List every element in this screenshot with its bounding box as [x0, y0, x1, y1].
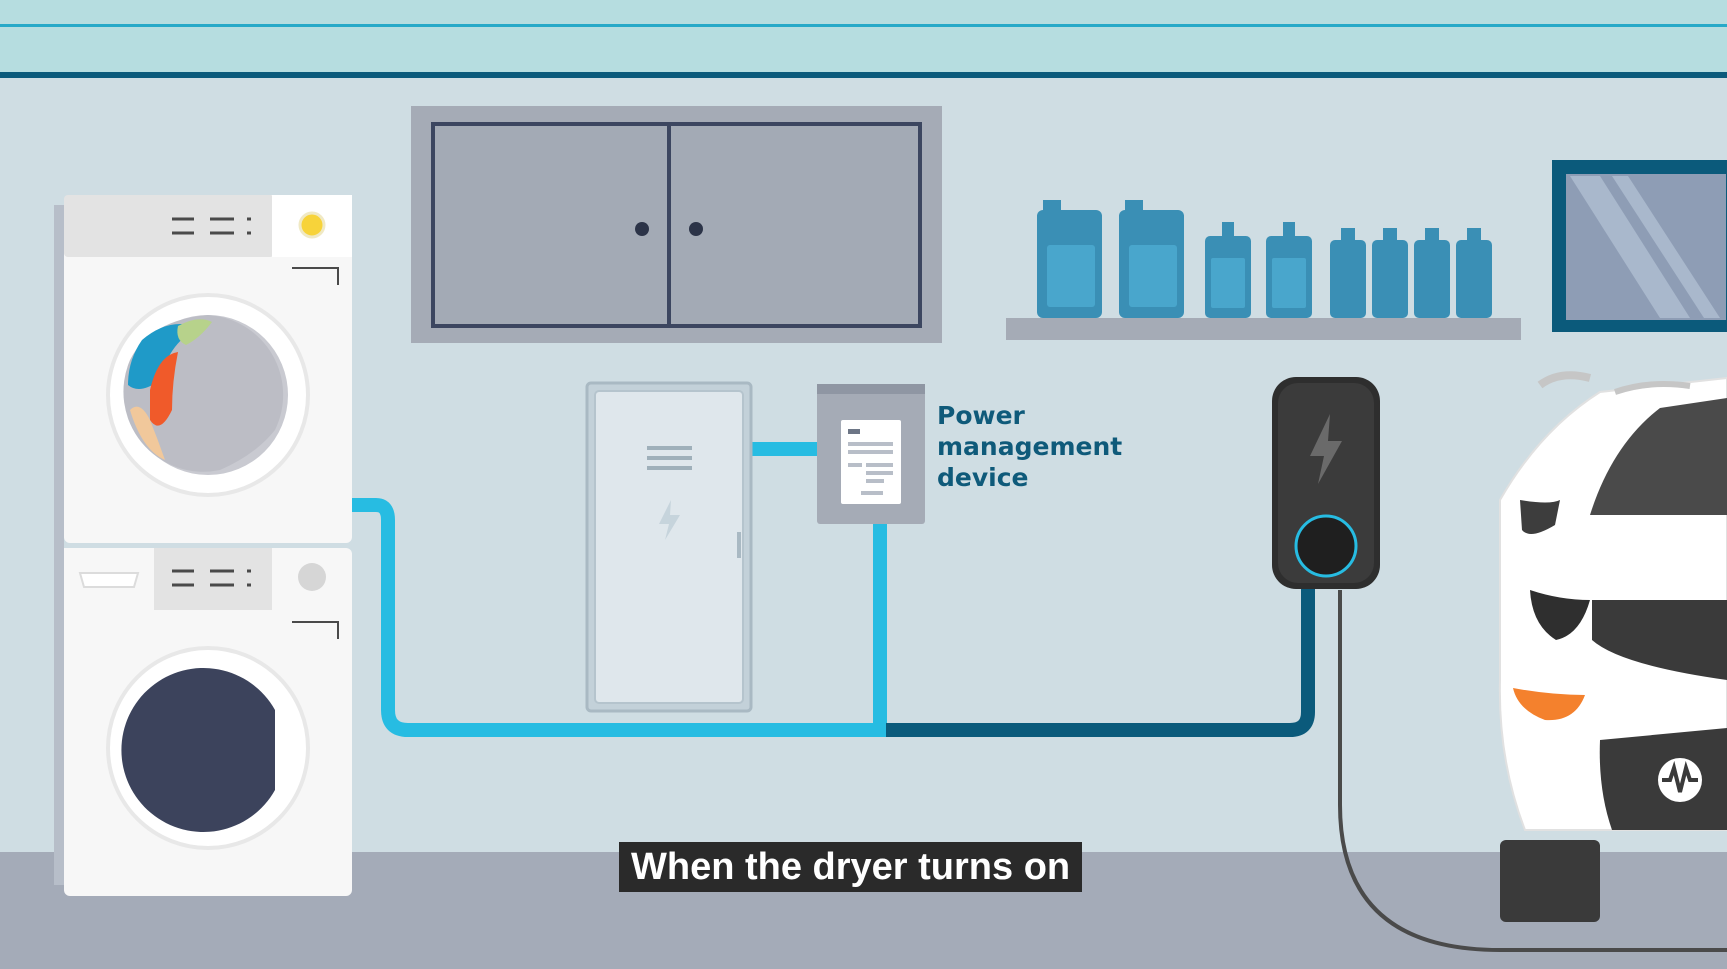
dryer-indicator-light	[298, 211, 326, 239]
laundry-tan	[130, 406, 165, 460]
small-bottles	[1330, 228, 1492, 318]
power-management-device-label: Power management device	[937, 400, 1122, 493]
washer	[64, 548, 352, 896]
electrical-panel	[585, 381, 753, 713]
subtitle-caption: When the dryer turns on	[619, 842, 1083, 892]
laundry-green	[177, 319, 212, 345]
lightning-bolt-icon	[1310, 414, 1342, 484]
laundry-orange	[150, 352, 178, 426]
vehicle-brand-logo-icon	[1662, 760, 1698, 793]
ev-charger	[1272, 377, 1380, 589]
laundry-blue	[128, 324, 200, 389]
dryer	[54, 195, 352, 885]
shelf-with-bottles	[1006, 200, 1521, 340]
electric-car	[1498, 371, 1727, 922]
washer-door	[121, 668, 275, 832]
window	[1552, 160, 1727, 332]
power-management-device	[817, 384, 925, 524]
ceiling	[0, 0, 1727, 78]
device-label-line: Power	[937, 401, 1025, 430]
lightning-bolt-icon	[659, 500, 680, 540]
power-wiring	[350, 442, 1727, 952]
device-label-line: device	[937, 463, 1029, 492]
device-label-line: management	[937, 432, 1123, 461]
wall-cabinet	[411, 106, 942, 343]
charger-status-ring	[1294, 514, 1358, 578]
